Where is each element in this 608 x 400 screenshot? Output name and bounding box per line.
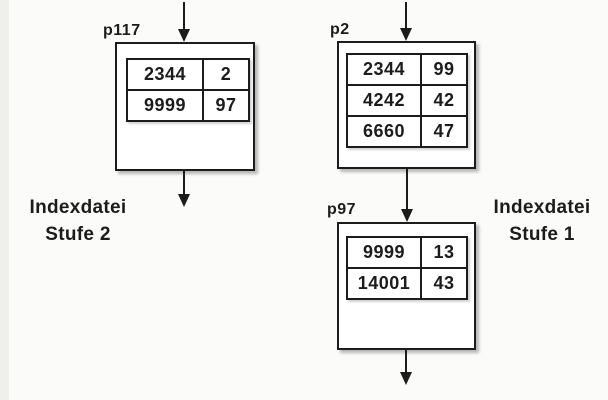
caption-line-2: Stufe 1 [509,224,575,245]
table-row: 6660 47 [348,115,466,146]
arrow-line-into-p2 [405,2,407,29]
pointer-cell: 42 [433,90,455,110]
key-cell: 2344 [348,55,422,84]
key-cell: 6660 [348,117,422,146]
table-row: 9999 13 [348,238,466,267]
caption-line-1: Indexdatei [493,197,591,218]
table-row: 4242 42 [348,84,466,115]
node-label-p117: p117 [103,22,141,39]
arrow-line-out-p97 [405,350,407,373]
arrow-line-p2-to-p97 [406,169,408,210]
pointer-cell: 43 [433,273,455,293]
arrow-down-icon [178,194,190,207]
table-row: 14001 43 [348,267,466,298]
arrow-line-into-p117 [183,2,185,30]
arrow-down-icon [178,29,190,42]
pointer-cell: 47 [433,121,455,141]
caption-indexdatei-stufe-2: Indexdatei Stufe 2 [17,194,139,248]
pointer-cell: 2 [220,64,232,84]
index-table-p2: 2344 99 4242 42 6660 47 [346,53,468,148]
pointer-cell: 13 [433,242,455,262]
key-cell: 9999 [128,91,204,120]
caption-line-2: Stufe 2 [45,224,111,245]
caption-line-1: Indexdatei [29,197,127,218]
index-table-p117: 2344 2 9999 97 [126,58,250,122]
node-label-p2: p2 [330,21,350,38]
arrow-down-icon [400,372,412,385]
table-row: 2344 99 [348,55,466,84]
key-cell: 2344 [128,60,204,89]
key-cell: 9999 [348,238,422,267]
pointer-cell: 97 [215,95,237,115]
pointer-cell: 99 [433,59,455,79]
key-cell: 14001 [348,269,422,298]
page-edge-strip [0,0,9,400]
node-label-p97: p97 [327,201,357,218]
caption-indexdatei-stufe-1: Indexdatei Stufe 1 [485,194,599,248]
table-row: 2344 2 [128,60,248,89]
arrow-down-icon [401,209,413,222]
arrow-down-icon [400,28,412,41]
table-row: 9999 97 [128,89,248,120]
index-table-p97: 9999 13 14001 43 [346,236,468,300]
key-cell: 4242 [348,86,422,115]
arrow-line-out-p117 [183,171,185,195]
